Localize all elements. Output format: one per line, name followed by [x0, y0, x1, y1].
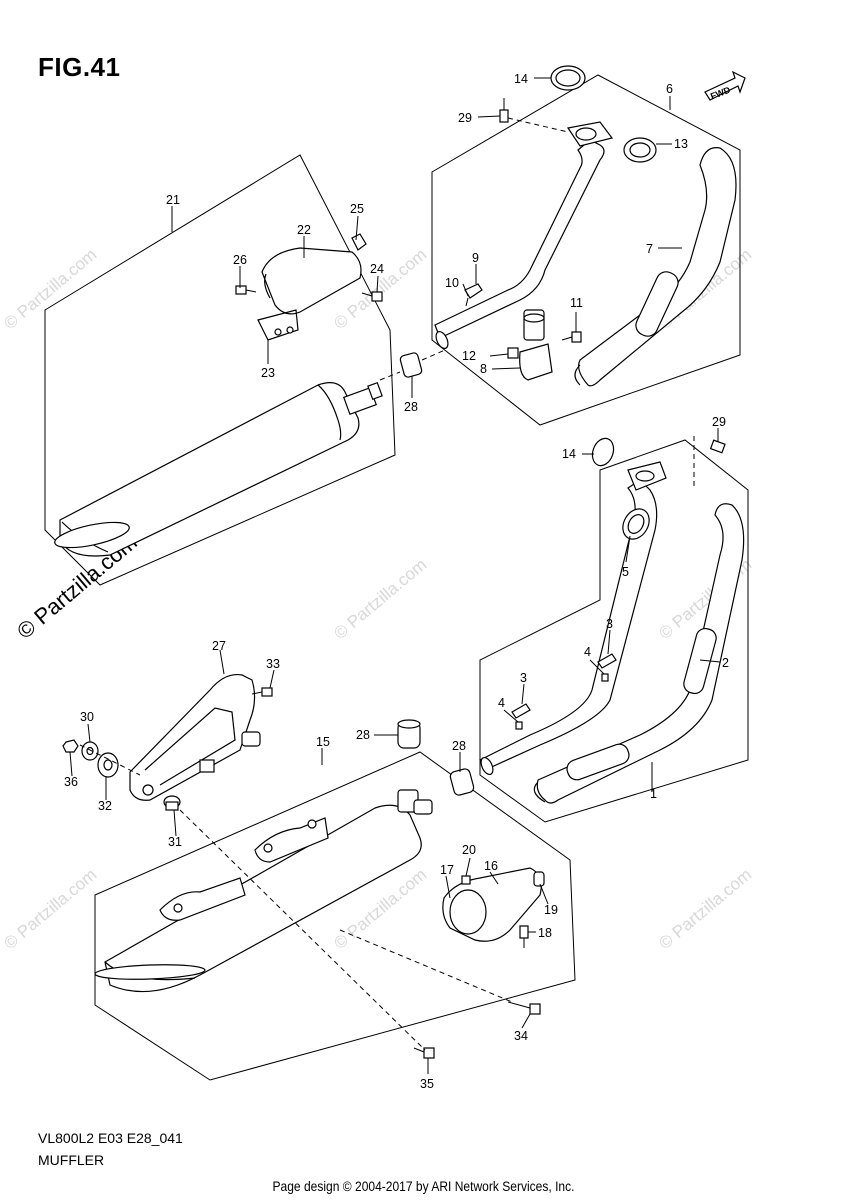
callout-20: 20 [462, 843, 476, 857]
front-muffler-part [94, 789, 433, 993]
front-heat-cover-part [533, 503, 745, 804]
callout-1: 1 [650, 787, 657, 801]
callout-25: 25 [350, 202, 364, 216]
bolt-20-part [461, 875, 471, 885]
fwd-arrow-icon: FWD [704, 70, 746, 102]
nut-29-upper-part [499, 98, 509, 123]
watermark: © Partzilla.com [655, 865, 755, 953]
callout-14-upper: 14 [514, 72, 528, 86]
model-code: VL800L2 E03 E28_041 [38, 1130, 183, 1146]
callout-leaders [69, 77, 721, 1074]
clamp-13-part [623, 137, 657, 163]
front-heat-shield-part [442, 867, 545, 942]
callout-23: 23 [261, 366, 275, 380]
callout-10: 10 [445, 276, 459, 290]
callout-2: 2 [722, 656, 729, 670]
gasket-14-lower-part [591, 437, 615, 467]
callout-27: 27 [212, 639, 226, 653]
bolt-33-part [251, 687, 273, 697]
fwd-label: FWD [709, 84, 732, 101]
callout-30: 30 [80, 710, 94, 724]
bolt-11-part [561, 331, 582, 343]
cushion-28-middle-part [397, 719, 421, 749]
bracket-3-lower-part [511, 703, 531, 730]
watermark: © Partzilla.com [0, 865, 100, 953]
bolt-26-part [235, 285, 257, 295]
callout-11: 11 [570, 296, 583, 310]
callout-18: 18 [538, 926, 552, 940]
callout-4-lower: 4 [498, 696, 505, 710]
callout-33: 33 [266, 657, 280, 671]
bracket-8-part [507, 343, 553, 381]
callout-7: 7 [646, 242, 653, 256]
callout-labels: 1 2 3 3 4 4 5 6 7 8 9 10 11 12 13 14 14 … [64, 72, 729, 1091]
callout-3-lower: 3 [520, 671, 527, 685]
callout-19: 19 [544, 903, 558, 917]
nut-36-part [62, 739, 79, 753]
group-box-rear-muffler [44, 154, 396, 586]
callout-26: 26 [233, 253, 247, 267]
callout-17: 17 [440, 863, 454, 877]
callout-28-middle: 28 [356, 728, 370, 742]
rear-exhaust-pipe-part [434, 121, 614, 350]
callout-24: 24 [370, 262, 384, 276]
callout-32: 32 [98, 799, 112, 813]
bracket-3-upper-part [597, 653, 617, 682]
callout-5: 5 [622, 565, 629, 579]
callout-4-upper: 4 [584, 645, 591, 659]
group-box-front-muffler [94, 751, 576, 1081]
bolt-35-part [413, 1047, 435, 1059]
rear-muffler-part [54, 381, 383, 557]
muffler-bracket-part [129, 673, 261, 801]
group-box-front-exhaust-pipe [479, 439, 749, 823]
callout-36: 36 [64, 775, 78, 789]
washer-30-part [81, 741, 99, 761]
nut-29-lower-part [709, 439, 726, 454]
callout-29-lower: 29 [712, 415, 726, 429]
callout-8: 8 [480, 362, 487, 376]
callout-3-upper: 3 [606, 617, 613, 631]
callout-21: 21 [166, 193, 180, 207]
rear-heat-cover-part [574, 147, 737, 387]
callout-9: 9 [472, 251, 479, 265]
bolt-34-part [507, 1001, 541, 1015]
callout-31: 31 [168, 835, 182, 849]
callout-15: 15 [316, 735, 330, 749]
watermark: © Partzilla.com [0, 245, 100, 333]
clamp-5-part [622, 508, 650, 540]
callout-14-lower: 14 [562, 447, 576, 461]
bracket-9-part [464, 283, 483, 307]
gasket-14-upper-part [550, 65, 586, 91]
cushion-32-part [97, 752, 119, 778]
collar-31-part [163, 795, 181, 811]
bolt-18-part [519, 925, 529, 948]
page-footer: Page design © 2004-2017 by ARI Network S… [272, 1178, 575, 1194]
callout-16: 16 [484, 859, 498, 873]
watermark: © Partzilla.com [330, 555, 430, 643]
group-box-rear-exhaust-pipe [431, 74, 741, 426]
callout-28-right: 28 [452, 739, 466, 753]
cushion-28-upper-part [399, 352, 423, 378]
rear-heat-shield-part [257, 247, 362, 341]
callout-34: 34 [514, 1029, 528, 1043]
callout-28-upper: 28 [404, 400, 418, 414]
figure-title: FIG.41 [38, 52, 121, 82]
cushion-28-right-part [449, 768, 475, 796]
callout-13: 13 [674, 137, 688, 151]
section-name: MUFFLER [38, 1152, 105, 1168]
callout-29-upper: 29 [458, 111, 472, 125]
clamp-25-part [351, 233, 367, 251]
callout-6: 6 [666, 82, 673, 96]
callout-22: 22 [297, 223, 311, 237]
callout-35: 35 [420, 1077, 434, 1091]
callout-12: 12 [462, 349, 476, 363]
